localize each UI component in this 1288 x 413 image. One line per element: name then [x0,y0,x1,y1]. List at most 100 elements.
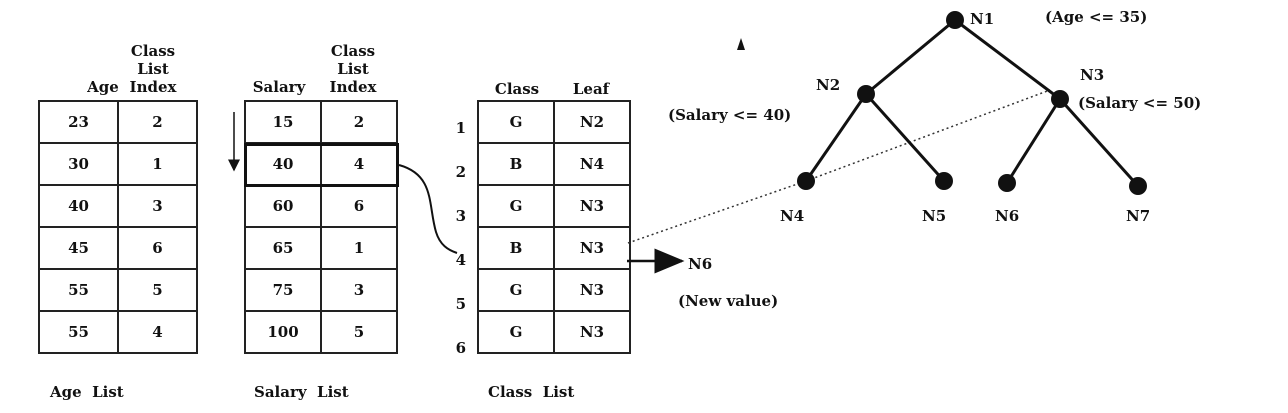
leaf-cell: N3 [553,268,631,312]
index-cell: 2 [117,100,198,144]
edge-n1-n3 [954,18,1061,101]
row-number: 3 [455,207,466,225]
index-cell: 3 [117,184,198,228]
small-marker [737,38,745,50]
condition-label-n3: (Salary <= 50) [1078,94,1202,112]
condition-label-n2: (Salary <= 40) [668,106,792,124]
node-label-n4: N4 [780,207,805,225]
age-list-header-age: Age [87,78,119,96]
edge-n2-n4 [804,93,868,182]
leaf-cell: N3 [553,184,631,228]
tree-node-n6 [998,174,1016,192]
row-number: 5 [455,295,466,313]
age-cell: 55 [38,310,119,354]
index-cell: 3 [320,268,398,312]
dotted-link-n3 [805,89,1051,182]
salary-cell: 15 [244,100,322,144]
age-cell: 40 [38,184,119,228]
node-label-n1: N1 [970,10,995,28]
row-number: 1 [455,119,466,137]
tree-node-n2 [857,85,875,103]
class-cell: G [477,184,555,228]
edge-n3-n6 [1005,98,1062,184]
salary-list-caption: Salary List [254,383,349,401]
current-split-row-highlight [244,143,399,187]
row-number: 2 [455,163,466,181]
salary-cell: 65 [244,226,322,270]
class-list-header-class: Class [494,80,540,98]
dotted-link-n4 [627,180,807,244]
salary-cell: 75 [244,268,322,312]
index-cell: 5 [117,268,198,312]
node-label-n2: N2 [816,76,841,94]
node-label-n5: N5 [922,207,947,225]
header-line: Index [129,78,177,96]
update-target-label: N6 [688,255,713,273]
row-number: 4 [455,251,466,269]
tree-node-n5 [935,172,953,190]
age-cell: 45 [38,226,119,270]
leaf-cell: N3 [553,310,631,354]
index-cell: 5 [320,310,398,354]
leaf-cell: N2 [553,100,631,144]
class-list-header-leaf: Leaf [572,80,610,98]
index-cell: 6 [117,226,198,270]
age-list-header-index: Class List Index [120,42,186,96]
header-line: List [137,60,169,78]
row-number: 6 [455,339,466,357]
edge-n3-n7 [1058,97,1140,188]
index-cell: 1 [117,142,198,186]
class-cell: G [477,100,555,144]
class-cell: G [477,268,555,312]
index-cell: 2 [320,100,398,144]
header-line: Class [330,42,376,60]
index-cell: 4 [117,310,198,354]
edge-n2-n5 [864,92,946,183]
age-cell: 30 [38,142,119,186]
header-line: Index [329,78,377,96]
index-cell: 1 [320,226,398,270]
node-label-n7: N7 [1126,207,1151,225]
condition-label-n1: (Age <= 35) [1045,8,1148,26]
tree-node-n1 [946,11,964,29]
tree-node-n4 [797,172,815,190]
header-line: List [337,60,369,78]
salary-cell: 100 [244,310,322,354]
header-line: Class [130,42,176,60]
class-cell: B [477,226,555,270]
class-cell: B [477,142,555,186]
index-link-curve [398,164,458,254]
tree-node-n3 [1051,90,1069,108]
salary-list-header-index: Class List Index [320,42,386,96]
edge-n1-n2 [865,18,956,96]
node-label-n3: N3 [1080,66,1105,84]
tree-node-n7 [1129,177,1147,195]
age-cell: 55 [38,268,119,312]
class-cell: G [477,310,555,354]
leaf-cell: N3 [553,226,631,270]
update-note: (New value) [678,292,779,310]
age-list-caption: Age List [50,383,124,401]
salary-list-header-salary: Salary [252,78,306,96]
